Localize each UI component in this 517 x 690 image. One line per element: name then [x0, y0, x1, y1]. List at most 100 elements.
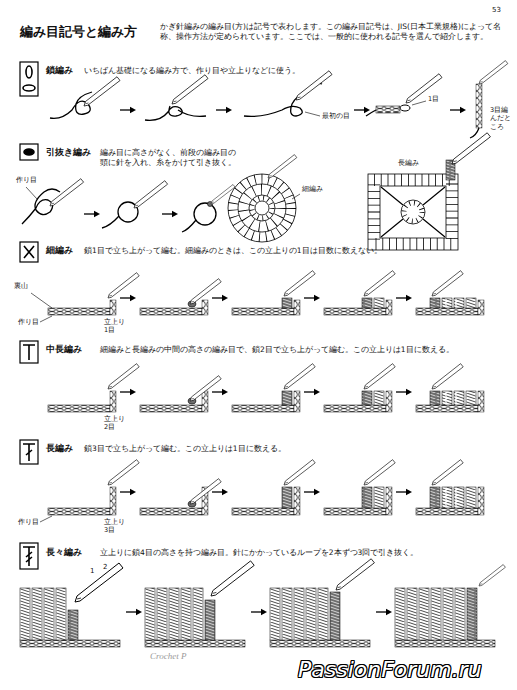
treble-crochet-steps: [20, 559, 505, 647]
illustration-line: [31, 293, 52, 308]
illustration-use: [407, 588, 417, 640]
illustration-use: [120, 389, 136, 395]
illustration-use: [75, 563, 123, 602]
callout-number: 2: [103, 563, 107, 572]
page-title: 編み目記号と編み方: [20, 24, 137, 41]
watermark: Crochet P: [150, 651, 186, 663]
illustration-use: [306, 588, 316, 640]
illustration-use: [232, 391, 300, 412]
illustration-use: [364, 460, 395, 485]
illustration-use: [48, 487, 116, 515]
illustration-rect: [20, 144, 38, 160]
illustration-path: [182, 220, 196, 232]
illustration-g: [416, 460, 484, 515]
callout-number: 1: [90, 567, 94, 576]
stitch-description: いちばん基礎になる編み方で、作り目や立上りなどに使う。: [84, 66, 300, 76]
illustration-use: [284, 364, 315, 389]
illustration-circle: [233, 179, 291, 237]
illustration-use: [56, 588, 66, 640]
illustration-path: [178, 110, 206, 116]
illustration-g: [140, 279, 221, 315]
illustration-path: [22, 189, 60, 224]
illustration-use: [406, 74, 442, 103]
illustration-use: [479, 61, 508, 84]
illustration-use: [416, 391, 484, 412]
illustration-line: [412, 101, 426, 105]
illustration-use: [336, 559, 374, 590]
illustration-g: [48, 460, 139, 515]
stitch-description: 鎖1目で立ち上がって編む。細編みのときは、この立上りの1目は目数に数えない。: [84, 246, 382, 256]
illustration-circle: [249, 195, 275, 221]
illustration-use: [479, 565, 505, 586]
stitch-name: 中長編み: [46, 344, 82, 356]
illustration-use: [162, 211, 178, 217]
illustration-use: [32, 588, 42, 640]
stitch-name: 長編み: [46, 443, 73, 455]
illustration-path: [23, 444, 35, 461]
illustration-use: [84, 77, 120, 106]
illustration-use: [452, 133, 490, 164]
illustration-use: [432, 460, 463, 485]
illustration-use: [284, 460, 315, 485]
illustration-rect: [20, 440, 38, 464]
illustration-use: [304, 295, 320, 301]
illustration-use: [232, 487, 300, 515]
illustration-ellipse: [23, 85, 35, 91]
illustration-use: [120, 107, 136, 113]
illustration-path: [381, 187, 445, 237]
illustration-line: [305, 112, 320, 116]
illustration-rect: [374, 487, 384, 508]
illustration-rect: [466, 487, 476, 508]
callout-label: 立上り 2目: [104, 415, 126, 432]
illustration-use: [443, 588, 453, 640]
illustration-rect: [20, 341, 38, 363]
illustration-rect: [442, 298, 452, 308]
stitch-name: 引抜き編み: [46, 147, 91, 159]
illustration-rect: [20, 62, 38, 96]
stitch-name: 鎖編み: [46, 65, 73, 77]
illustration-rect: [442, 391, 452, 405]
illustration-ellipse: [26, 66, 32, 78]
illustration-use: [432, 271, 463, 296]
illustration-circle: [255, 201, 269, 215]
illustration-use: [364, 271, 395, 296]
illustration-line: [292, 194, 300, 199]
illustration-use: [120, 489, 136, 495]
illustration-use: [304, 389, 320, 395]
illustration-rect: [282, 487, 292, 508]
illustration-g: [270, 559, 374, 647]
illustration-rect: [376, 106, 400, 113]
illustration-use: [282, 588, 292, 640]
illustration-rect: [476, 84, 482, 128]
illustration-path: [470, 128, 479, 138]
illustration-circle: [238, 184, 286, 232]
illustration-g: [395, 565, 505, 647]
illustration-path: [24, 246, 34, 258]
callout-label: 裏山: [14, 282, 28, 290]
illustration-circle: [244, 190, 281, 227]
stitch-symbol: [23, 66, 35, 566]
illustration-g: [232, 271, 315, 315]
illustration-g: [324, 460, 395, 515]
illustration-rect: [362, 391, 372, 405]
illustration-rect: [374, 298, 384, 308]
illustration-use: [396, 389, 412, 395]
illustration-g: [232, 364, 315, 412]
illustration-use: [431, 588, 441, 640]
illustration-use: [395, 640, 495, 647]
illustration-use: [354, 107, 370, 113]
illustration-use: [145, 640, 245, 647]
illustration-rect: [380, 186, 446, 238]
illustration-use: [450, 107, 466, 113]
illustration-g: [416, 364, 484, 412]
callout-label: 作り目: [18, 518, 39, 526]
callout-label: 最初の目: [322, 112, 350, 120]
illustration-circle: [228, 174, 296, 242]
illustration-ellipse: [24, 149, 34, 155]
illustration-use: [50, 179, 84, 206]
illustration-use: [251, 609, 267, 615]
illustration-g: [145, 561, 254, 647]
illustration-use: [84, 211, 100, 217]
illustration-rect: [368, 174, 458, 250]
illustration-rect: [442, 487, 452, 508]
